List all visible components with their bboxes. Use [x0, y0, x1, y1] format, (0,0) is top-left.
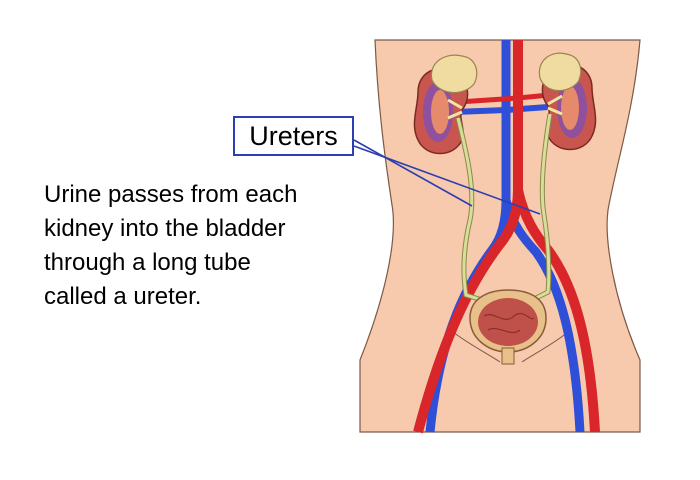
pointer-line-right: [353, 145, 541, 215]
artery-right-leg: [513, 188, 600, 433]
adrenal-gland-left: [430, 54, 478, 94]
vein-right-leg: [501, 198, 585, 433]
caption-line-4: called a ureter.: [44, 283, 202, 310]
renal-artery-left: [457, 95, 519, 105]
ureters-label: Ureters: [233, 116, 354, 156]
caption-text: Urine passes from each kidney into the b…: [44, 178, 364, 314]
groin-line-left: [452, 331, 501, 363]
bladder: [469, 289, 547, 365]
aorta: [413, 40, 523, 434]
renal-vein-left: [454, 107, 507, 115]
adrenal-gland-right: [538, 52, 582, 92]
ureter-right-fill: [531, 113, 552, 302]
ureter-left-fill: [456, 117, 483, 302]
pointer-line-left: [353, 139, 473, 207]
caption-line-1: Urine passes from each: [44, 181, 298, 208]
caption-line-3: through a long tube: [44, 249, 251, 276]
caption-line-2: kidney into the bladder: [44, 215, 286, 242]
